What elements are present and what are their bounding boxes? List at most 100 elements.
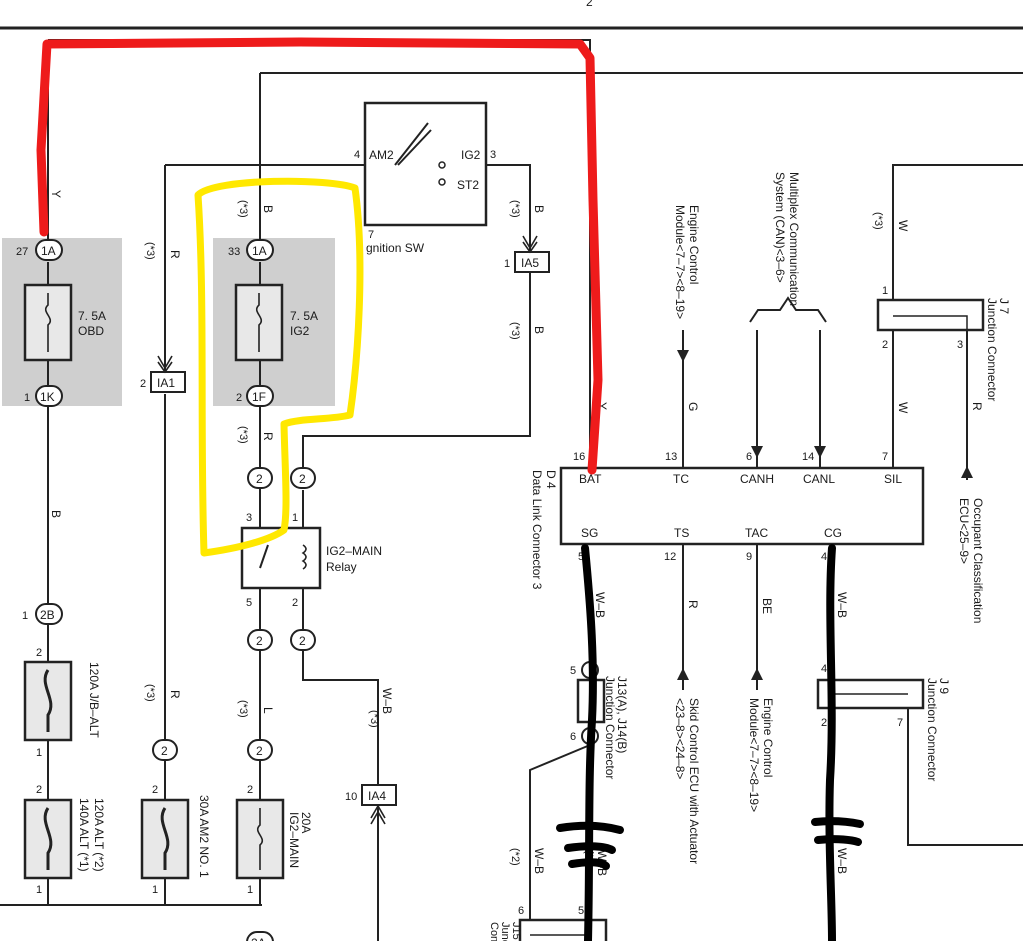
connector-1a-ig2: 1A	[246, 239, 274, 261]
wire-label-wb-j13: W–B	[532, 848, 546, 874]
connector-2-relay-left-top: 2	[247, 467, 273, 489]
wire-label-b-ia5: B	[532, 205, 546, 213]
note-s3-ia1: (*3)	[144, 242, 156, 260]
arrow-tc	[677, 350, 689, 362]
wire-label-r-ia1: R	[168, 250, 182, 259]
pin-2-1f: 2	[236, 392, 242, 404]
pin-2-am2-top: 2	[152, 784, 158, 796]
dlc-num-12: 12	[664, 551, 676, 563]
wire-relay-wb	[302, 650, 379, 785]
pin-1-am2-bot: 1	[152, 884, 158, 896]
ignition-switch-lever	[394, 122, 429, 166]
connector-2-am2: 2	[152, 739, 178, 761]
ignition-st2-label: ST2	[457, 178, 479, 192]
relay-label-2: Relay	[326, 560, 357, 574]
note-s3-ia5: (*3)	[509, 200, 521, 218]
dest-occupant-a: Occupant Classification	[971, 498, 985, 623]
pin-1-1k: 1	[24, 392, 30, 404]
wire-label-wb-cg-low: W–B	[835, 848, 849, 874]
j15-pin-5: 5	[578, 905, 584, 917]
dest-skid-b: <23–8><24–8>	[673, 698, 687, 779]
ig2-main-relay	[240, 526, 322, 590]
dest-ecm-bot-b: Module<7–7><8–19>	[747, 698, 761, 812]
ig2-fuse-element	[255, 293, 263, 352]
ig2-main-fuse-name: IG2–MAIN	[287, 812, 301, 868]
wire-label-l: L	[261, 707, 275, 714]
obd-fuse-element	[44, 293, 52, 352]
j13-sub: Junction Connector	[603, 676, 617, 779]
connector-2a: 2A	[246, 931, 274, 941]
pin-33: 33	[228, 246, 240, 258]
dlc-num-4: 4	[821, 551, 827, 563]
j13-pin-6: 6	[570, 731, 576, 743]
yellow-highlight	[194, 177, 364, 557]
page-number: 2	[586, 0, 593, 9]
relay-pin-1: 1	[292, 512, 298, 524]
dlc-pin-canh: CANH	[740, 472, 774, 486]
wire-label-y-obd: Y	[49, 190, 63, 198]
svg-text:2: 2	[256, 634, 263, 648]
j13-name: J13(A), J14(B)	[615, 676, 629, 753]
obd-fuse-name: OBD	[78, 324, 104, 338]
pin-10-ia4: 10	[345, 791, 357, 803]
svg-text:1A: 1A	[41, 244, 56, 258]
relay-pin-2: 2	[292, 597, 298, 609]
pin-2-alt-top: 2	[36, 784, 42, 796]
wire-label-r-am2: R	[168, 690, 182, 699]
pin-1-alt-bot: 1	[36, 884, 42, 896]
pin-1-2b: 1	[22, 610, 28, 622]
am2-fuse-name: 30A AM2 NO. 1	[197, 795, 211, 878]
pin-27: 27	[16, 246, 28, 258]
ignition-switch-label: gnition SW	[366, 241, 425, 255]
connector-ia1: IA1	[150, 371, 186, 393]
j7-name: Junction Connector	[985, 298, 999, 401]
relay-pin-5: 5	[246, 597, 252, 609]
wire-label-wb-cg: W–B	[835, 592, 849, 618]
connector-2-relay-right-bottom: 2	[290, 629, 316, 651]
ig2-fuse-name: IG2	[290, 324, 310, 338]
red-highlight	[36, 37, 603, 475]
alt-fuse-name-1: 140A ALT (*1)	[77, 798, 91, 872]
connector-2-relay-right-top: 2	[290, 467, 316, 489]
svg-text:2B: 2B	[40, 608, 55, 622]
wire-label-b-obd: B	[49, 510, 63, 518]
black-highlight-cg	[825, 544, 836, 941]
svg-text:IA4: IA4	[368, 789, 386, 803]
wire-ig2-ia5	[486, 164, 531, 248]
pin-1-altjb-bot: 1	[36, 747, 42, 759]
black-highlight-sg-mark-2	[564, 842, 616, 854]
wire-label-wb-ia4: W–B	[380, 688, 394, 714]
j9-id: J 9	[937, 678, 951, 694]
relay-label-1: IG2–MAIN	[326, 544, 382, 558]
dest-skid-a: Skid Control ECU with Actuator	[687, 698, 701, 864]
arrow-occupant	[961, 466, 973, 478]
ignition-pin-4: 4	[354, 149, 360, 161]
ignition-switch	[363, 101, 488, 227]
arrow-ia1	[157, 355, 173, 374]
dlc-pin-tc: TC	[673, 472, 689, 486]
dlc-name: Data Link Connector 3	[530, 470, 544, 590]
wire-label-w-sil: W	[896, 402, 910, 414]
j15-pin-6: 6	[518, 905, 524, 917]
svg-text:1F: 1F	[252, 390, 266, 404]
arrow-ia5	[522, 235, 538, 254]
wire-label-y-bat: Y	[595, 402, 609, 410]
dlc-num-7: 7	[882, 451, 888, 463]
j7-id: J 7	[997, 298, 1011, 314]
data-link-connector	[559, 466, 925, 546]
wire-j13-side	[529, 744, 591, 941]
j9-pin-2: 2	[821, 717, 827, 729]
ignition-switch-lever-b	[397, 129, 432, 166]
ig2-fuse-rating: 7. 5A	[290, 309, 318, 323]
svg-text:1K: 1K	[40, 390, 55, 404]
dlc-num-16: 16	[573, 451, 585, 463]
note-s3-ia4: (*3)	[368, 710, 380, 728]
svg-text:1A: 1A	[252, 244, 267, 258]
pin-2-ia1: 2	[140, 378, 146, 390]
j15-name-a: Junc	[499, 922, 511, 941]
note-s3-am2: (*3)	[144, 684, 156, 702]
wire-j9-out	[907, 708, 1023, 846]
pin-2-altjb-top: 2	[36, 647, 42, 659]
dlc-num-6: 6	[746, 451, 752, 463]
